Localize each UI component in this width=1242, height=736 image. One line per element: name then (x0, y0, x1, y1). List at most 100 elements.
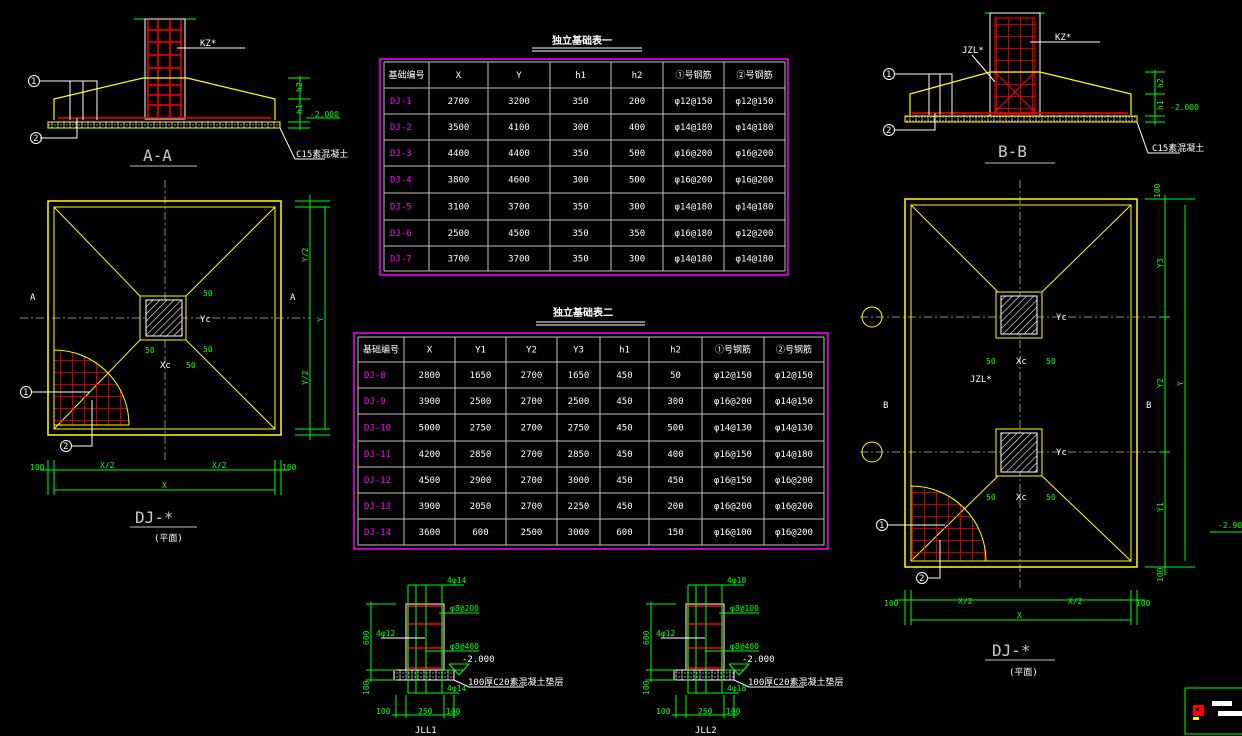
table-cell: 5000 (419, 424, 441, 434)
table-header-cell: ①号钢筋 (675, 69, 711, 81)
plan-dj-right: JZL* B B 1 2 50 50 50 50 Xc Xc Yc Yc 100… (860, 180, 1242, 678)
table-cell: 300 (572, 176, 588, 186)
table-cell: 2850 (470, 450, 492, 460)
table-cell: φ14@180 (675, 255, 713, 265)
table-cell: φ16@200 (736, 176, 774, 186)
table-cell: 2750 (568, 424, 590, 434)
elevation-label: -2.000 (742, 655, 775, 665)
cushion-label: C15素混凝土 (1152, 142, 1204, 154)
table-cell: 600 (616, 528, 632, 538)
dim-x: X (1017, 611, 1022, 620)
table-cell: 2800 (419, 371, 441, 381)
table-cell: φ16@200 (775, 502, 813, 512)
table-cell: 2900 (470, 476, 492, 486)
column-label: KZ* (200, 39, 216, 49)
table-cell: 500 (667, 424, 683, 434)
table-cell: φ14@180 (736, 203, 774, 213)
dim-y: Y (316, 317, 325, 322)
table-cell: 2500 (521, 528, 543, 538)
axis-bubble (861, 306, 883, 328)
dim-y-half: Y/2 (301, 370, 310, 385)
dim-50: 50 (203, 289, 213, 298)
table-cell: φ12@150 (714, 371, 752, 381)
plan-mark-2: 2 (919, 574, 924, 584)
table-cell: φ16@150 (714, 450, 752, 460)
table-cell: φ16@100 (714, 528, 752, 538)
bottom-rebar-label: 4φ18 (727, 684, 746, 693)
cut-b-right: B (1146, 401, 1151, 411)
table-cell: φ14@150 (775, 397, 813, 407)
table-cell: 450 (616, 502, 632, 512)
table-header-cell: ②号钢筋 (736, 69, 772, 81)
plan-title: DJ-* (135, 508, 174, 527)
dim-right-100: 100 (726, 707, 741, 716)
top-rebar-label: 4φ14 (447, 576, 466, 585)
table-header-cell: ②号钢筋 (776, 344, 812, 356)
jll1-beam-section: 4φ14φ8@2004φ12φ8@400-2.000100厚C20素混凝土垫层4… (362, 576, 564, 736)
table-cell: 2850 (568, 450, 590, 460)
table-cell: φ14@180 (675, 203, 713, 213)
table-cell: 3000 (568, 528, 590, 538)
cushion-label: C15素混凝土 (296, 148, 348, 160)
table-cell: 2700 (521, 502, 543, 512)
jzl-label: JZL* (970, 375, 992, 385)
table-header-cell: X (427, 346, 433, 356)
table-cell: 2700 (448, 97, 470, 107)
cut-a-left: A (30, 293, 36, 303)
table-cell: 2500 (470, 397, 492, 407)
table-cell: φ14@180 (675, 123, 713, 133)
table-cell: 450 (667, 476, 683, 486)
table-cell: 350 (572, 229, 588, 239)
plan-subtitle: (平面) (154, 533, 183, 544)
table-cell: 300 (667, 397, 683, 407)
table-cell: 3100 (448, 203, 470, 213)
plan-mark-2: 2 (63, 442, 68, 452)
jll1-title: JLL1 (415, 726, 437, 736)
table-cell: 4400 (448, 149, 470, 159)
table-cell: 450 (616, 371, 632, 381)
dim-y-half: Y/2 (301, 247, 310, 262)
dim-xc: Xc (160, 361, 171, 371)
table-cell: φ12@150 (736, 97, 774, 107)
dim-250: 250 (698, 707, 713, 716)
table-header-cell: h1 (575, 71, 586, 81)
table-cell: φ14@130 (714, 424, 752, 434)
dim-100: 100 (1136, 599, 1151, 608)
stirrup-label: φ8@100 (730, 604, 759, 613)
table-cell: 1650 (568, 371, 590, 381)
table-cell: φ16@200 (775, 528, 813, 538)
table-cell: 2700 (521, 371, 543, 381)
table-cell: φ14@180 (736, 255, 774, 265)
dim-100: 100 (362, 680, 371, 695)
table-header-cell: 基础编号 (388, 69, 424, 81)
table-cell: φ16@180 (675, 229, 713, 239)
table-cell: DJ-8 (364, 371, 386, 381)
table-cell: 3600 (419, 528, 441, 538)
h1-label: h1 (295, 104, 304, 114)
table-header-cell: Y (516, 71, 522, 81)
table-cell: φ12@150 (675, 97, 713, 107)
table-cell: DJ-11 (364, 450, 391, 460)
dim-50: 50 (1046, 357, 1056, 366)
table-cell: φ12@150 (775, 371, 813, 381)
dim-y1: Y1 (1156, 502, 1165, 512)
table-cell: 150 (667, 528, 683, 538)
table-header-cell: h2 (632, 71, 643, 81)
table-cell: φ14@130 (775, 424, 813, 434)
table-cell: 4400 (508, 149, 530, 159)
dim-y: Y (1176, 381, 1185, 386)
dim-x: X (162, 481, 167, 490)
dim-y2: Y2 (1156, 378, 1165, 388)
table-cell: φ16@200 (675, 149, 713, 159)
top-rebar-label: 4φ18 (727, 576, 746, 585)
table-cell: DJ-14 (364, 528, 391, 538)
dim-600: 600 (642, 630, 651, 645)
table-cell: 3700 (448, 255, 470, 265)
table-cell: 450 (616, 476, 632, 486)
table-cell: 2750 (470, 424, 492, 434)
dim-x-half: X/2 (212, 461, 227, 470)
table-cell: 400 (629, 123, 645, 133)
